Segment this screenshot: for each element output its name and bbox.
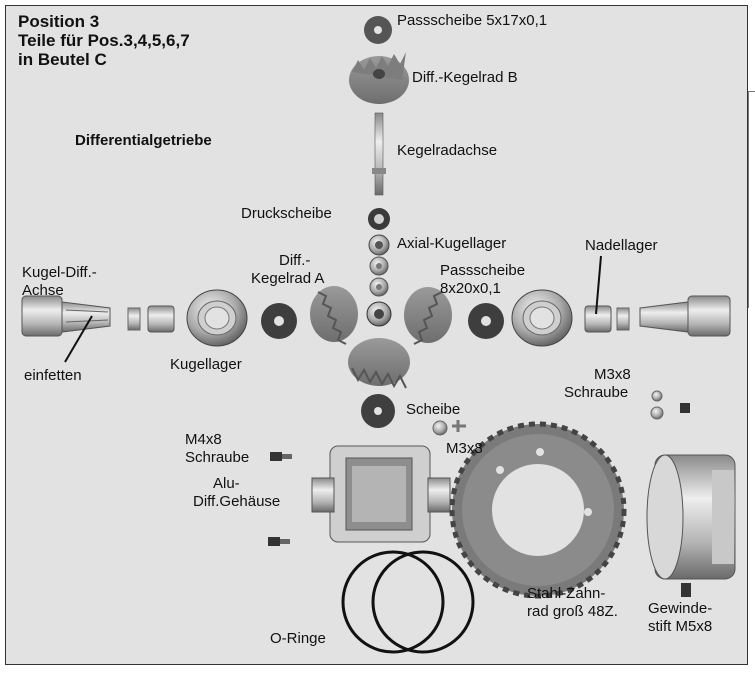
grub-screw-m5x8 [681, 583, 691, 597]
label-m3x8-schraube-1: M3x8 [594, 366, 631, 383]
ball-bearing-right [511, 289, 573, 347]
bevel-gear-lower [348, 338, 410, 389]
label-kugellager: Kugellager [170, 356, 242, 373]
alu-diff-housing [311, 445, 451, 543]
label-m4x8-2: Schraube [185, 449, 250, 466]
axial-ball-bearing [366, 234, 392, 327]
bevel-gear-b [349, 52, 409, 104]
label-scheibe: Scheibe [406, 401, 461, 418]
bevel-gear-axle [372, 112, 386, 196]
section-title: Differentialgetriebe [75, 132, 212, 149]
washer-right [468, 303, 504, 339]
label-kegelrad-a-2: Kegelrad A [251, 270, 325, 287]
washer-left [261, 303, 297, 339]
m4x8-screw-upper [270, 452, 292, 461]
label-o-ringe: O-Ringe [270, 630, 326, 647]
label-einfetten: einfetten [24, 367, 82, 384]
label-kegelradachse: Kegelradachse [397, 142, 498, 159]
einfetten-leader-line [64, 315, 93, 363]
label-alu-housing-1: Alu- [213, 475, 240, 492]
bag-subtitle: in Beutel C [18, 50, 107, 69]
m3x8-screw-right [651, 390, 663, 402]
label-gewindestift-2: stift M5x8 [648, 618, 713, 635]
ball-diff-axle-left [21, 295, 111, 337]
bevel-gear-a-left [310, 286, 358, 345]
label-kegelrad-b: Diff.-Kegelrad B [412, 69, 518, 86]
needle-bearing-right [584, 305, 612, 333]
ball-diff-axle-right [639, 295, 731, 337]
position-title: Position 3 [18, 12, 100, 31]
grub-screw-top [680, 403, 690, 413]
inner-frame-edge [748, 91, 755, 308]
ball-bearing-left [186, 289, 248, 347]
m3x8-washer-right [650, 406, 664, 420]
label-kugel-diff-achse-2: Achse [22, 282, 64, 299]
bevel-gear-a-right [404, 287, 452, 345]
small-washer [432, 420, 448, 436]
sleeve-left [127, 307, 141, 331]
diff-outdrive-cup [646, 454, 736, 580]
label-m3x8-schraube-2: Schraube [564, 384, 629, 401]
needle-bearing-left [147, 305, 175, 333]
m3x8-screw-center [452, 420, 466, 432]
label-alu-housing-2: Diff.Gehäuse [193, 493, 281, 510]
label-passscheibe-5x17: Passscheibe 5x17x0,1 [397, 12, 548, 29]
label-kegelrad-a-1: Diff.- [279, 252, 311, 269]
m4x8-screw-lower [268, 537, 290, 546]
o-rings [341, 550, 475, 654]
washer-scheibe [361, 394, 395, 428]
thrust-washer [368, 208, 390, 230]
label-axial-kugellager: Axial-Kugellager [397, 235, 507, 252]
label-kugel-diff-achse-1: Kugel-Diff.- [22, 264, 97, 281]
nadellager-leader-line [595, 255, 602, 315]
label-m3x8: M3x8 [446, 440, 483, 457]
label-passscheibe-8x20-2: 8x20x0,1 [440, 280, 501, 297]
label-nadellager: Nadellager [585, 237, 658, 254]
shim-washer-5x17 [364, 16, 392, 44]
sleeve-right [616, 307, 630, 331]
label-stahl-zahnrad-2: rad groß 48Z. [527, 603, 618, 620]
label-passscheibe-8x20-1: Passscheibe [440, 262, 526, 279]
label-stahl-zahnrad-1: Stahl-Zahn- [527, 585, 606, 602]
steel-spur-gear-48t [449, 421, 627, 599]
label-gewindestift-1: Gewinde- [648, 600, 713, 617]
parts-subtitle: Teile für Pos.3,4,5,6,7 [18, 31, 190, 50]
label-druckscheibe: Druckscheibe [241, 205, 332, 222]
label-m4x8-1: M4x8 [185, 431, 222, 448]
